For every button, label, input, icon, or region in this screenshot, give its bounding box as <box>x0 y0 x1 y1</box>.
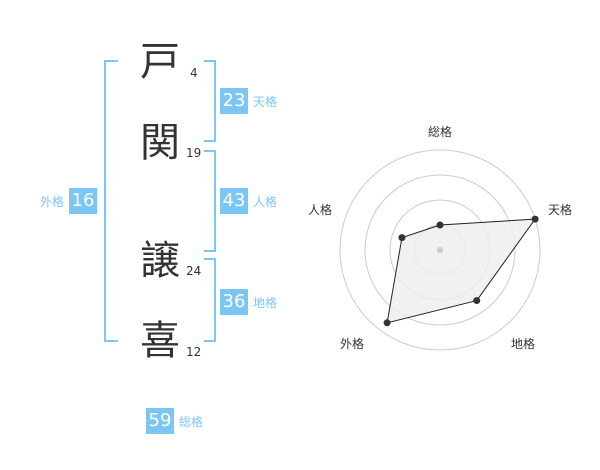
jinkaku-score: 43 人格 <box>220 188 277 214</box>
stroke-count-2: 19 <box>186 146 202 160</box>
radar-polygon <box>386 218 537 324</box>
radar-point-1 <box>436 221 444 229</box>
radar-point-5 <box>398 234 406 242</box>
gaikaku-score: 外格 16 <box>40 188 98 214</box>
radar-axis-label-tenkaku: 天格 <box>548 203 573 217</box>
chikaku-score: 36 地格 <box>220 289 277 315</box>
jinkaku-bracket <box>204 150 216 252</box>
stroke-count-1: 4 <box>190 66 198 80</box>
radar-axis-label-soukaku: 総格 <box>428 125 453 139</box>
name-char-4: 喜 <box>140 318 180 364</box>
chikaku-value: 36 <box>220 289 248 315</box>
name-char-3: 譲 <box>140 238 180 284</box>
stroke-count-3: 24 <box>186 264 202 278</box>
radar-ring <box>339 149 541 351</box>
jinkaku-value: 43 <box>220 188 248 214</box>
radar-point-2 <box>531 215 539 223</box>
soukaku-label: 総格 <box>179 414 204 429</box>
radar-axis-label-chikaku: 地格 <box>511 337 536 351</box>
tenkaku-bracket <box>204 60 216 142</box>
radar-axis-label-jinkaku: 人格 <box>308 203 333 217</box>
jinkaku-label: 人格 <box>253 194 278 209</box>
gaikaku-bracket <box>104 60 118 342</box>
radar-ring <box>364 174 516 326</box>
radar-center <box>437 247 443 253</box>
gaikaku-value: 16 <box>69 188 98 214</box>
chikaku-label: 地格 <box>253 295 278 310</box>
stroke-count-4: 12 <box>186 345 202 359</box>
name-char-1: 戸 <box>140 39 180 85</box>
tenkaku-label: 天格 <box>253 94 278 109</box>
gaikaku-label: 外格 <box>40 194 65 209</box>
radar-axis-label-gaikaku: 外格 <box>340 337 365 351</box>
tenkaku-score: 23 天格 <box>220 88 277 114</box>
soukaku-score: 59 総格 <box>146 408 203 434</box>
radar-point-3 <box>473 297 481 305</box>
tenkaku-value: 23 <box>220 88 248 114</box>
chikaku-bracket <box>204 258 216 342</box>
radar-point-4 <box>383 319 391 327</box>
soukaku-value: 59 <box>146 408 174 434</box>
name-char-2: 関 <box>140 120 180 166</box>
